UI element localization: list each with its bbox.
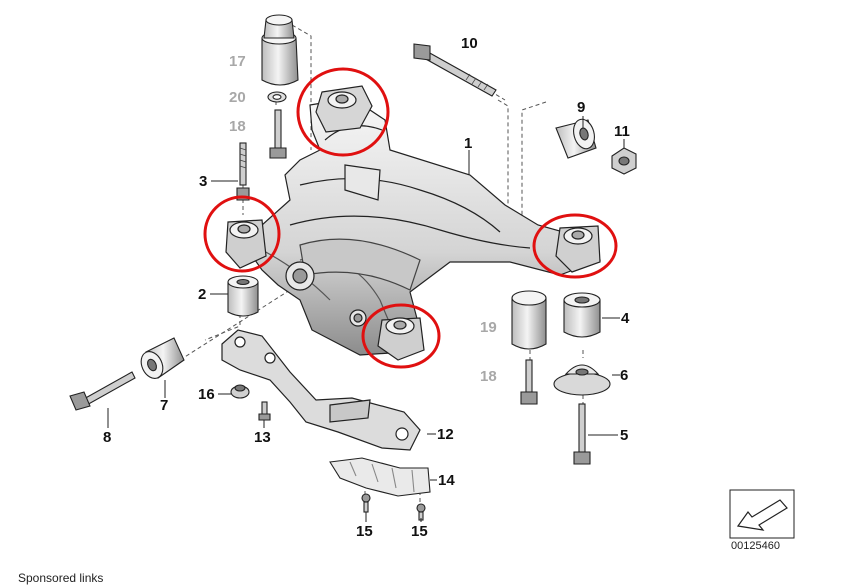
highlight-circle-center bbox=[361, 303, 441, 369]
highlight-circle-right bbox=[532, 213, 618, 279]
bracket-part-12 bbox=[221, 329, 421, 451]
washer-part-6 bbox=[553, 364, 611, 396]
screw-part-13 bbox=[258, 401, 271, 421]
part-label-13: 13 bbox=[254, 429, 271, 446]
part-label-8: 8 bbox=[103, 429, 112, 446]
part-label-9: 9 bbox=[577, 99, 586, 116]
stud-part-3 bbox=[236, 142, 250, 201]
bush-part-9 bbox=[555, 118, 597, 159]
sponsored-links-text: Sponsored links bbox=[18, 571, 104, 585]
bush-part-17 bbox=[261, 14, 299, 86]
part-label-20: 20 bbox=[229, 89, 246, 106]
heat-shield-part-14 bbox=[329, 457, 431, 497]
frame-mount-top bbox=[315, 85, 373, 133]
washer-part-20 bbox=[267, 91, 287, 103]
highlight-circle-left bbox=[203, 195, 281, 273]
bush-part-2 bbox=[227, 275, 259, 317]
bush-part-7 bbox=[140, 337, 185, 379]
frame-mount-left bbox=[225, 219, 315, 291]
part-label-15-right: 15 bbox=[411, 523, 428, 540]
frame-mount-center bbox=[349, 309, 425, 361]
part-label-19: 19 bbox=[480, 319, 497, 336]
part-label-7: 7 bbox=[160, 397, 169, 414]
subframe-part-1 bbox=[247, 97, 601, 356]
part-label-1: 1 bbox=[464, 135, 473, 152]
highlight-circle-top bbox=[296, 67, 390, 157]
diagram-code: 00125460 bbox=[731, 540, 780, 552]
part-label-4: 4 bbox=[621, 310, 630, 327]
part-label-11: 11 bbox=[614, 123, 630, 140]
part-label-2: 2 bbox=[198, 286, 207, 303]
leader-lines bbox=[107, 116, 625, 522]
nut-part-11 bbox=[611, 147, 637, 175]
bush-part-4 bbox=[563, 292, 601, 338]
part-label-18-lower: 18 bbox=[480, 368, 497, 385]
bush-part-19 bbox=[511, 290, 547, 350]
part-label-15-left: 15 bbox=[356, 523, 373, 540]
frame-mount-right bbox=[555, 225, 601, 273]
part-label-10: 10 bbox=[461, 35, 478, 52]
part-label-3: 3 bbox=[199, 173, 208, 190]
bolt-part-18-lower bbox=[520, 359, 538, 405]
part-label-16: 16 bbox=[198, 386, 215, 403]
part-label-17: 17 bbox=[229, 53, 246, 70]
buffer-part-16 bbox=[230, 384, 250, 399]
bolt-part-5 bbox=[573, 403, 591, 465]
part-label-18-upper: 18 bbox=[229, 118, 246, 135]
screw-part-15-right bbox=[416, 503, 426, 521]
bolt-part-10 bbox=[413, 43, 497, 97]
screw-part-15-left bbox=[361, 493, 371, 513]
part-label-14: 14 bbox=[438, 472, 455, 489]
part-label-6: 6 bbox=[620, 367, 629, 384]
bolt-part-18-upper bbox=[269, 109, 287, 159]
part-label-12: 12 bbox=[437, 426, 454, 443]
arrow-orientation-icon bbox=[729, 489, 795, 539]
bolt-part-8 bbox=[69, 371, 136, 411]
part-label-5: 5 bbox=[620, 427, 629, 444]
